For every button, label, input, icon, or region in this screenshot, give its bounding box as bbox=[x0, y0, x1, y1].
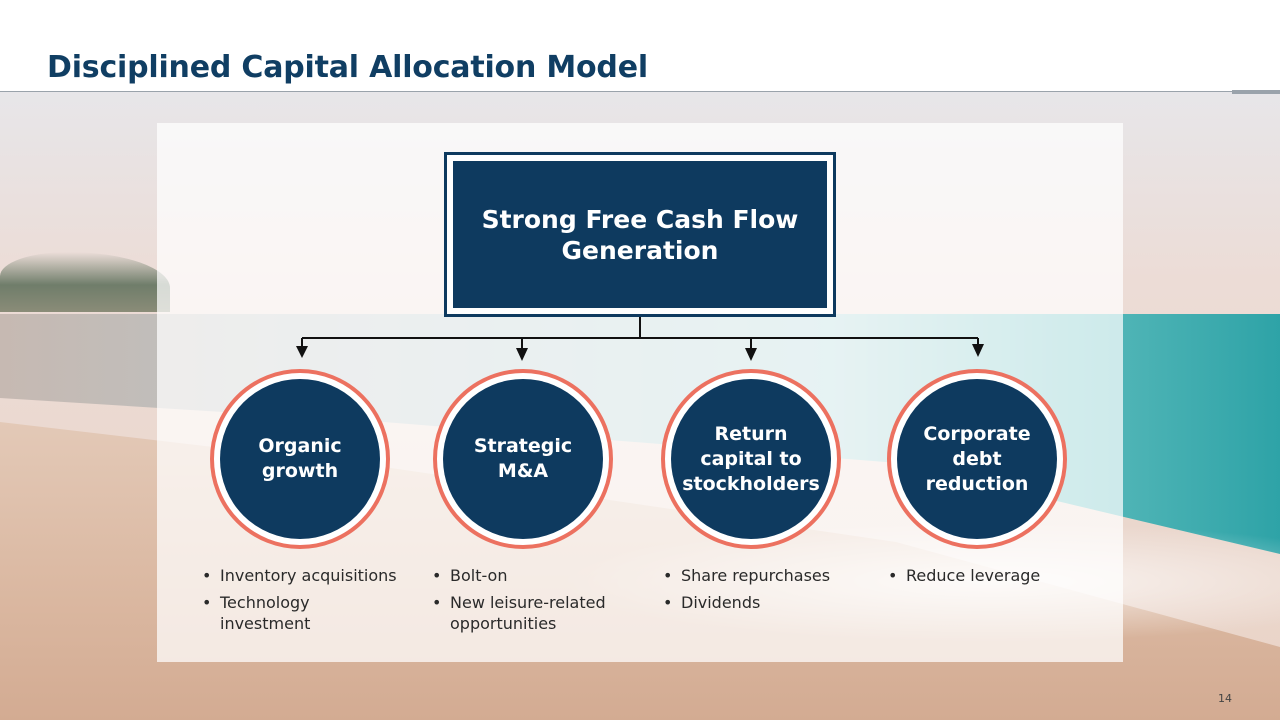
header-divider bbox=[0, 91, 1280, 92]
bullets-debt-reduction: •Reduce leverage bbox=[886, 565, 1086, 592]
root-label: Strong Free Cash Flow Generation bbox=[481, 204, 799, 265]
bullet-text: Technology investment bbox=[220, 593, 311, 633]
circle-fill: Return capital to stockholders bbox=[671, 379, 831, 539]
circle-label: Organic growth bbox=[258, 435, 342, 482]
circle-organic-growth: Organic growth bbox=[210, 369, 390, 549]
list-item: •Technology investment bbox=[200, 592, 425, 634]
circle-debt-reduction: Corporate debt reduction bbox=[887, 369, 1067, 549]
list-item: •Bolt-on bbox=[432, 566, 508, 585]
bullets-return-capital: •Share repurchases •Dividends bbox=[661, 565, 871, 619]
circle-fill: Strategic M&A bbox=[443, 379, 603, 539]
bullet-text: Dividends bbox=[681, 593, 761, 612]
slide-title: Disciplined Capital Allocation Model bbox=[47, 50, 648, 85]
root-box: Strong Free Cash Flow Generation bbox=[444, 152, 836, 317]
circle-label: Strategic M&A bbox=[473, 435, 573, 482]
circle-fill: Organic growth bbox=[220, 379, 380, 539]
header-accent-bar bbox=[1232, 90, 1280, 94]
circle-return-capital: Return capital to stockholders bbox=[661, 369, 841, 549]
list-item: •Reduce leverage bbox=[888, 566, 1041, 585]
circle-label: Return capital to stockholders bbox=[682, 422, 820, 495]
circle-fill: Corporate debt reduction bbox=[897, 379, 1057, 539]
slide-header: Disciplined Capital Allocation Model bbox=[0, 0, 1280, 94]
circle-label: Corporate debt reduction bbox=[923, 422, 1031, 495]
bullet-text: Share repurchases bbox=[681, 566, 831, 585]
list-item: •New leisure-related opportunities bbox=[430, 592, 640, 634]
bullet-text: New leisure-related opportunities bbox=[450, 593, 606, 633]
bullet-text: Bolt-on bbox=[450, 566, 508, 585]
bullet-text: Inventory acquisitions bbox=[220, 566, 397, 585]
bullet-text: Reduce leverage bbox=[906, 566, 1041, 585]
palm-trees bbox=[0, 252, 170, 312]
list-item: •Dividends bbox=[663, 593, 761, 612]
bullets-organic-growth: •Inventory acquisitions •Technology inve… bbox=[200, 565, 425, 640]
page-number: 14 bbox=[1218, 692, 1232, 705]
list-item: •Inventory acquisitions bbox=[202, 566, 397, 585]
list-item: •Share repurchases bbox=[663, 566, 831, 585]
circle-strategic-ma: Strategic M&A bbox=[433, 369, 613, 549]
bullets-strategic-ma: •Bolt-on •New leisure-related opportunit… bbox=[430, 565, 640, 640]
root-box-fill: Strong Free Cash Flow Generation bbox=[453, 161, 827, 308]
